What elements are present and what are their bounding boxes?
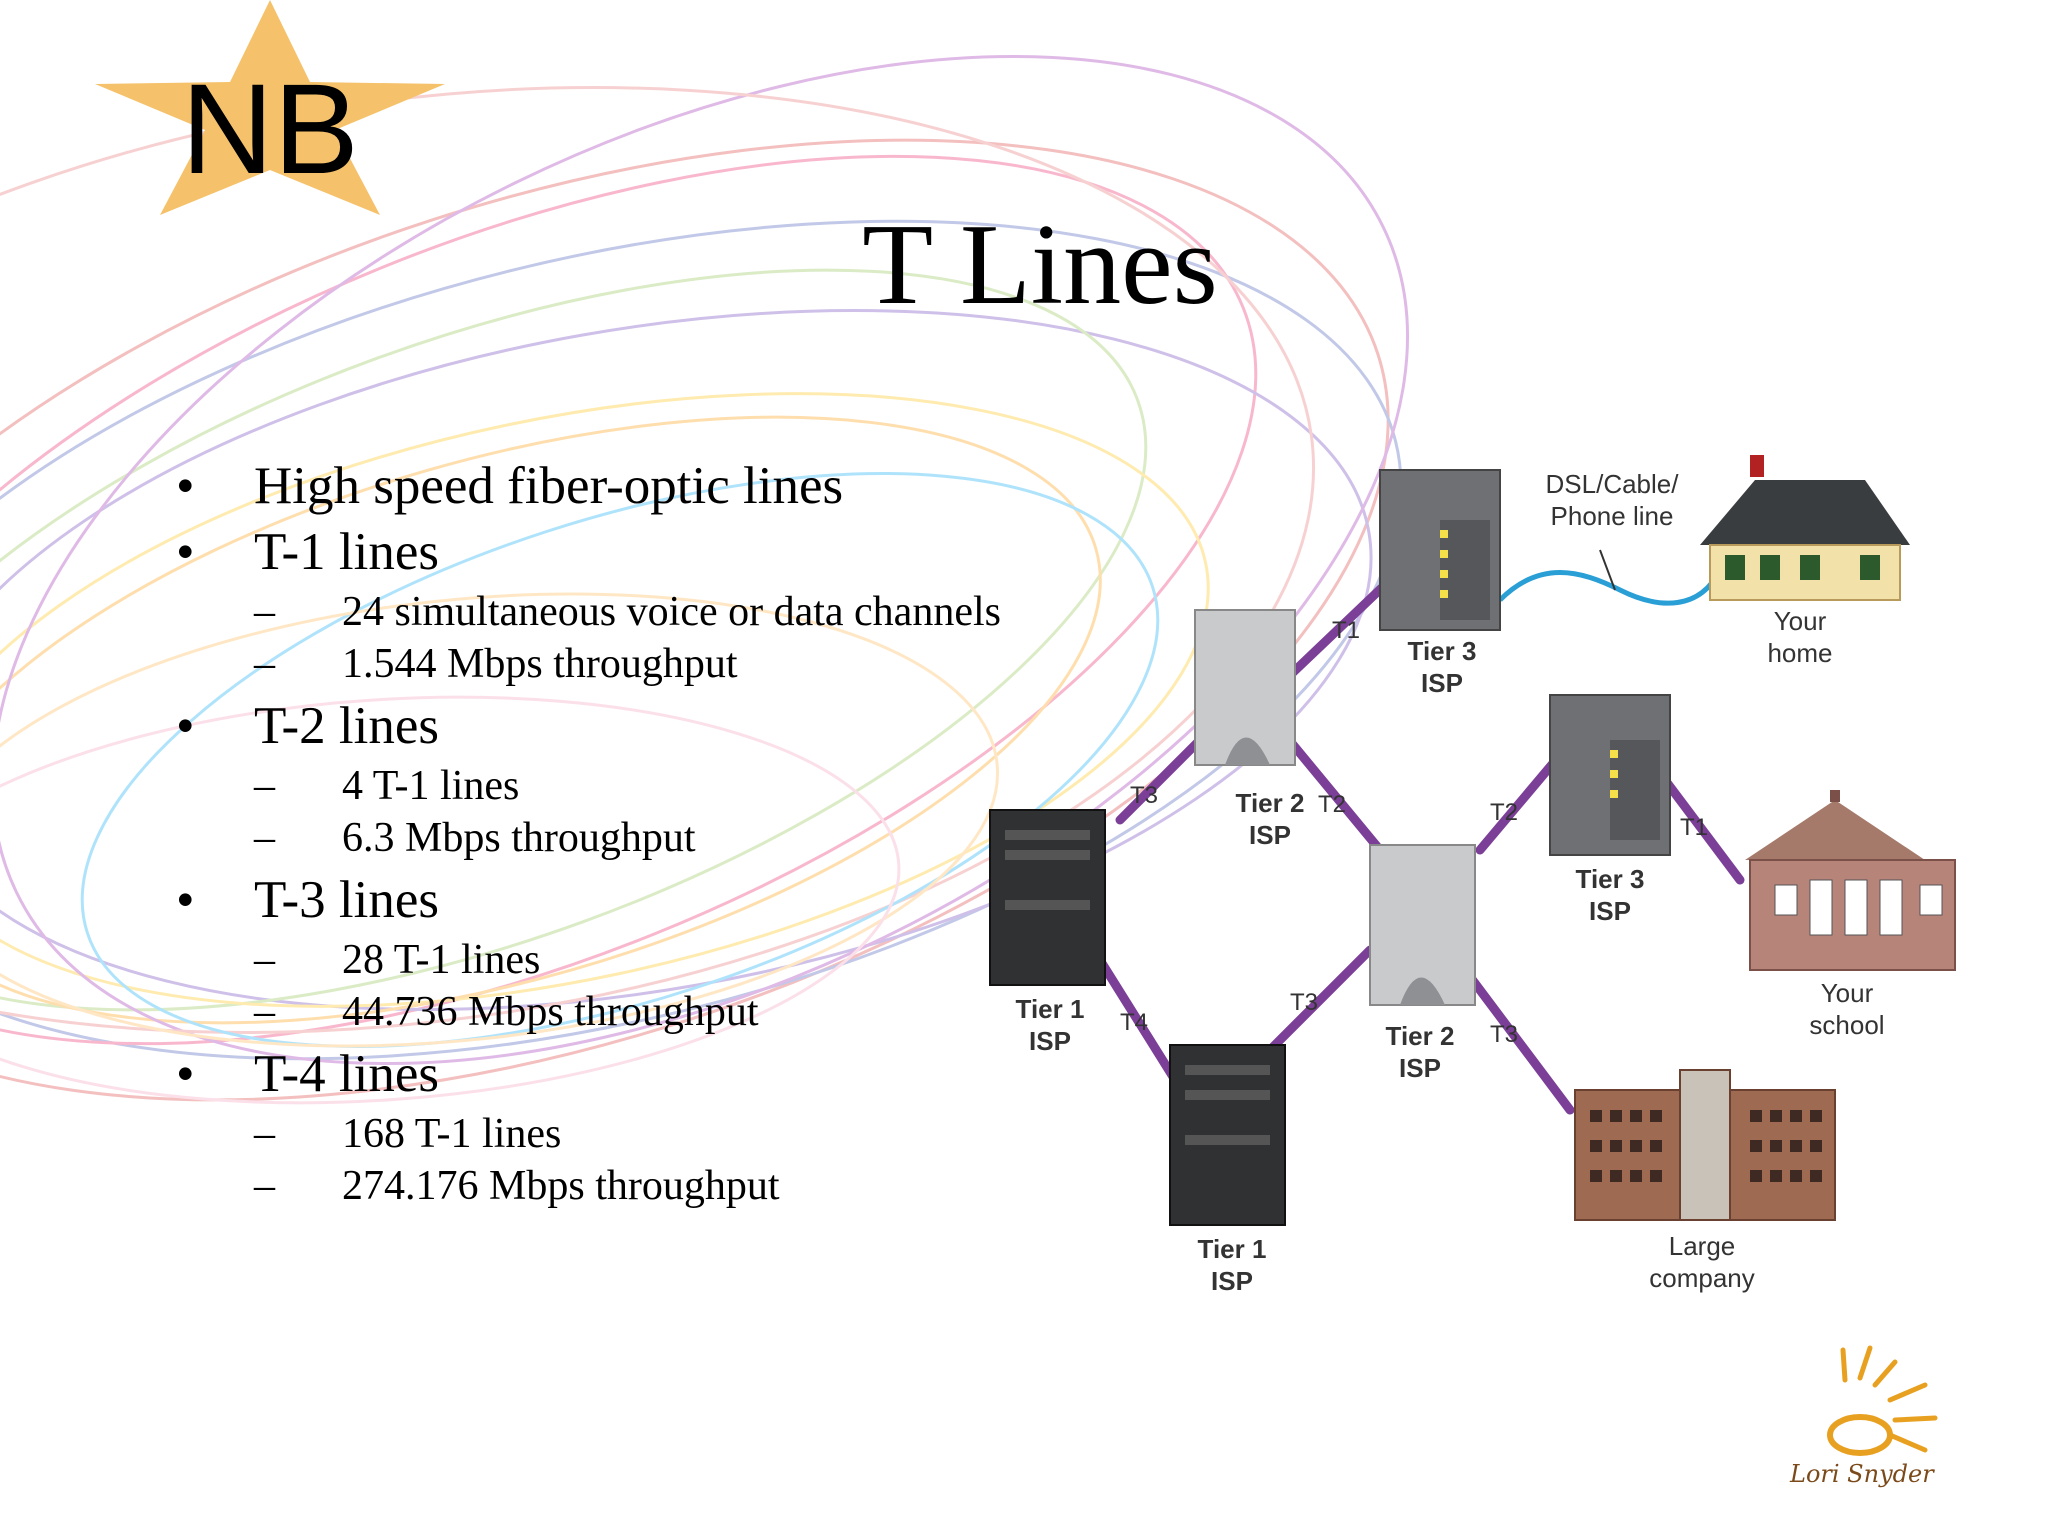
server-icon: [1549, 694, 1671, 856]
server-icon: [1379, 469, 1501, 631]
server-icon: [1369, 844, 1476, 1006]
school-label-line2: school: [1809, 1010, 1884, 1040]
link-tier3right-school: [1660, 775, 1745, 885]
sub-item: 1.544 Mbps throughput: [254, 638, 1112, 690]
star-shape: [95, 0, 445, 215]
sub-list: 168 T-1 lines 274.176 Mbps throughput: [254, 1108, 1112, 1212]
bullet-list: High speed fiber-optic lines T-1 lines 2…: [172, 456, 1112, 1218]
dsl-label-line2: Phone line: [1551, 501, 1674, 531]
school-label-line1: Your: [1821, 978, 1874, 1008]
sub-item: 274.176 Mbps throughput: [254, 1160, 1112, 1212]
bullet-text: T-3 lines: [254, 871, 440, 929]
tier1-bottom-label-line1: Tier 1: [1198, 1234, 1267, 1264]
star-icon: [95, 0, 445, 215]
link-label-t4: T4: [1120, 1009, 1148, 1036]
link-tier1-tier1-bottom: [1095, 955, 1180, 1085]
bullet-item: High speed fiber-optic lines: [172, 456, 1112, 516]
badge-label: NB: [181, 58, 359, 201]
sub-list: 4 T-1 lines 6.3 Mbps throughput: [254, 760, 1112, 864]
link-label-t2-right: T2: [1490, 799, 1518, 826]
server-icon: [1194, 609, 1296, 766]
dsl-pointer: [1599, 549, 1616, 591]
link-label-t2-top: T2: [1318, 791, 1346, 818]
bullet-text: High speed fiber-optic lines: [254, 457, 844, 515]
link-label-t1-top: T1: [1332, 617, 1360, 644]
bullet-item: T-2 lines 4 T-1 lines 6.3 Mbps throughpu…: [172, 696, 1112, 864]
bullet-item: T-1 lines 24 simultaneous voice or data …: [172, 522, 1112, 690]
dsl-line: [1498, 568, 1723, 606]
link-label-t1-school: T1: [1680, 814, 1708, 841]
company-label-line2: company: [1649, 1263, 1755, 1293]
bullet-text: T-4 lines: [254, 1045, 440, 1103]
tier2-top-label-line1: Tier 2: [1236, 788, 1305, 818]
tier1-left-label-line2: ISP: [1029, 1026, 1071, 1056]
link-label-t3-left: T3: [1130, 782, 1158, 809]
link-label-t3-company: T3: [1490, 1021, 1518, 1048]
tier3-right-label-line1: Tier 3: [1576, 864, 1645, 894]
dsl-label-line1: DSL/Cable/: [1546, 469, 1680, 499]
sub-item: 44.736 Mbps throughput: [254, 986, 1112, 1038]
company-label-line1: Large: [1669, 1231, 1736, 1261]
sub-list: 28 T-1 lines 44.736 Mbps throughput: [254, 934, 1112, 1038]
home-label-line2: home: [1767, 638, 1832, 668]
bullet-item: T-3 lines 28 T-1 lines 44.736 Mbps throu…: [172, 870, 1112, 1038]
home-label-line1: Your: [1774, 606, 1827, 636]
sub-list: 24 simultaneous voice or data channels 1…: [254, 586, 1112, 690]
tier2-mid-label-line2: ISP: [1399, 1053, 1441, 1083]
link-tier1bottom-tier2mid: [1255, 945, 1375, 1065]
sun-logo-icon: [1827, 1345, 1938, 1456]
sub-item: 4 T-1 lines: [254, 760, 1112, 812]
house-icon: [1700, 455, 1910, 601]
server-icon: [989, 809, 1106, 986]
bullet-text: T-2 lines: [254, 697, 440, 755]
logo-signature: Lori Snyder: [1790, 1460, 1934, 1488]
link-label-t3-mid: T3: [1290, 989, 1318, 1016]
sub-item: 24 simultaneous voice or data channels: [254, 586, 1112, 638]
sub-item: 6.3 Mbps throughput: [254, 812, 1112, 864]
link-tier2mid-company: [1460, 965, 1575, 1115]
sub-item: 168 T-1 lines: [254, 1108, 1112, 1160]
link-tier2-tier3-top: [1280, 575, 1395, 685]
tier1-bottom-label-line2: ISP: [1211, 1266, 1253, 1296]
link-tier2mid-tier3right: [1475, 750, 1565, 855]
office-building-icon: [1574, 1069, 1836, 1221]
sub-item: 28 T-1 lines: [254, 934, 1112, 986]
bullet-text: T-1 lines: [254, 523, 440, 581]
slide-title: T Lines: [862, 201, 1218, 329]
school-icon: [1745, 790, 1956, 971]
network-diagram: Tier 3 ISP Tier 2 ISP Tier 1 ISP Tier 2 …: [989, 455, 1956, 1296]
tier3-right-label-line2: ISP: [1589, 896, 1631, 926]
tier2-top-label-line2: ISP: [1249, 820, 1291, 850]
tier1-left-label-line1: Tier 1: [1016, 994, 1085, 1024]
tier2-mid-label-line1: Tier 2: [1386, 1021, 1455, 1051]
link-tier2top-tier2mid: [1280, 730, 1385, 855]
tier3-top-label-line1: Tier 3: [1408, 636, 1477, 666]
tier3-top-label-line2: ISP: [1421, 668, 1463, 698]
server-icon: [1169, 1044, 1286, 1226]
bullet-item: T-4 lines 168 T-1 lines 274.176 Mbps thr…: [172, 1044, 1112, 1212]
